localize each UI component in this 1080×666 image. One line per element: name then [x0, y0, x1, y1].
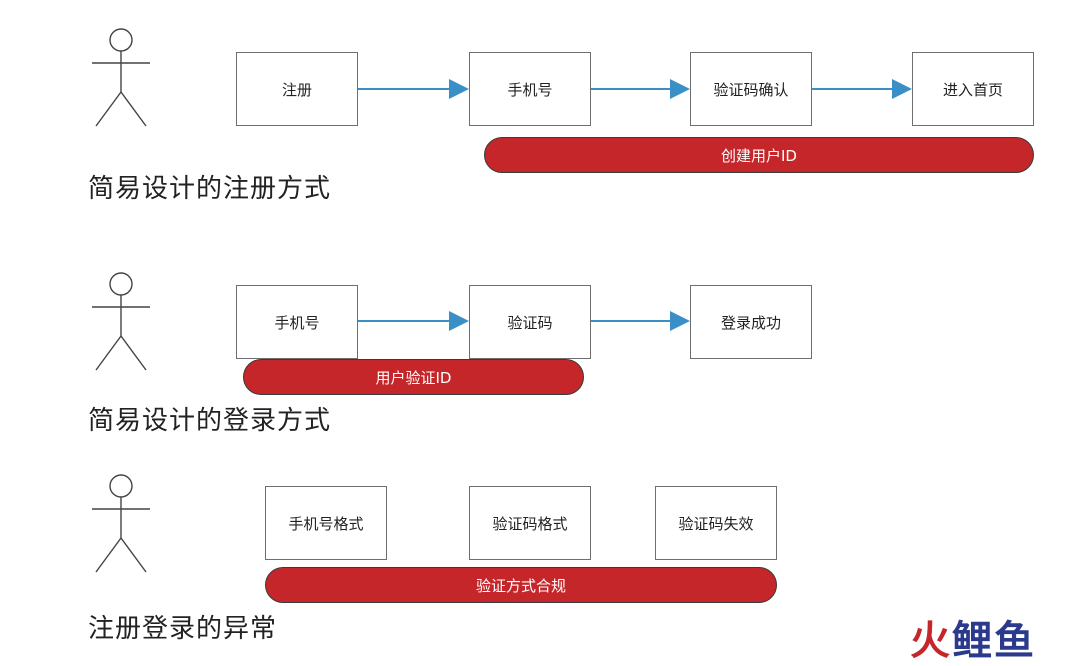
- check-code-format: 验证码格式: [469, 486, 591, 560]
- actor-icon: [92, 474, 150, 573]
- section-title-exceptions: 注册登录的异常: [88, 614, 278, 644]
- watermark-logo: 火鲤鱼: [910, 608, 1036, 666]
- check-phone-format: 手机号格式: [265, 486, 387, 560]
- watermark-part2: 鲤鱼: [952, 618, 1036, 664]
- actor-icon: [92, 272, 150, 371]
- check-code-expired: 验证码失效: [655, 486, 777, 560]
- step-code-confirm: 验证码确认: [690, 52, 812, 126]
- step-login-phone: 手机号: [236, 285, 358, 359]
- section-title-register: 简易设计的注册方式: [88, 174, 332, 204]
- bar-verification-compliance: 验证方式合规: [265, 567, 777, 603]
- step-login-success: 登录成功: [690, 285, 812, 359]
- step-login-code: 验证码: [469, 285, 591, 359]
- bar-create-user-id: 创建用户ID: [484, 137, 1034, 173]
- step-phone-number: 手机号: [469, 52, 591, 126]
- step-enter-home: 进入首页: [912, 52, 1034, 126]
- bar-user-verify-id: 用户验证ID: [243, 359, 584, 395]
- watermark-part1: 火: [910, 618, 952, 664]
- step-register: 注册: [236, 52, 358, 126]
- section-title-login: 简易设计的登录方式: [88, 406, 332, 436]
- actor-icon: [92, 28, 150, 127]
